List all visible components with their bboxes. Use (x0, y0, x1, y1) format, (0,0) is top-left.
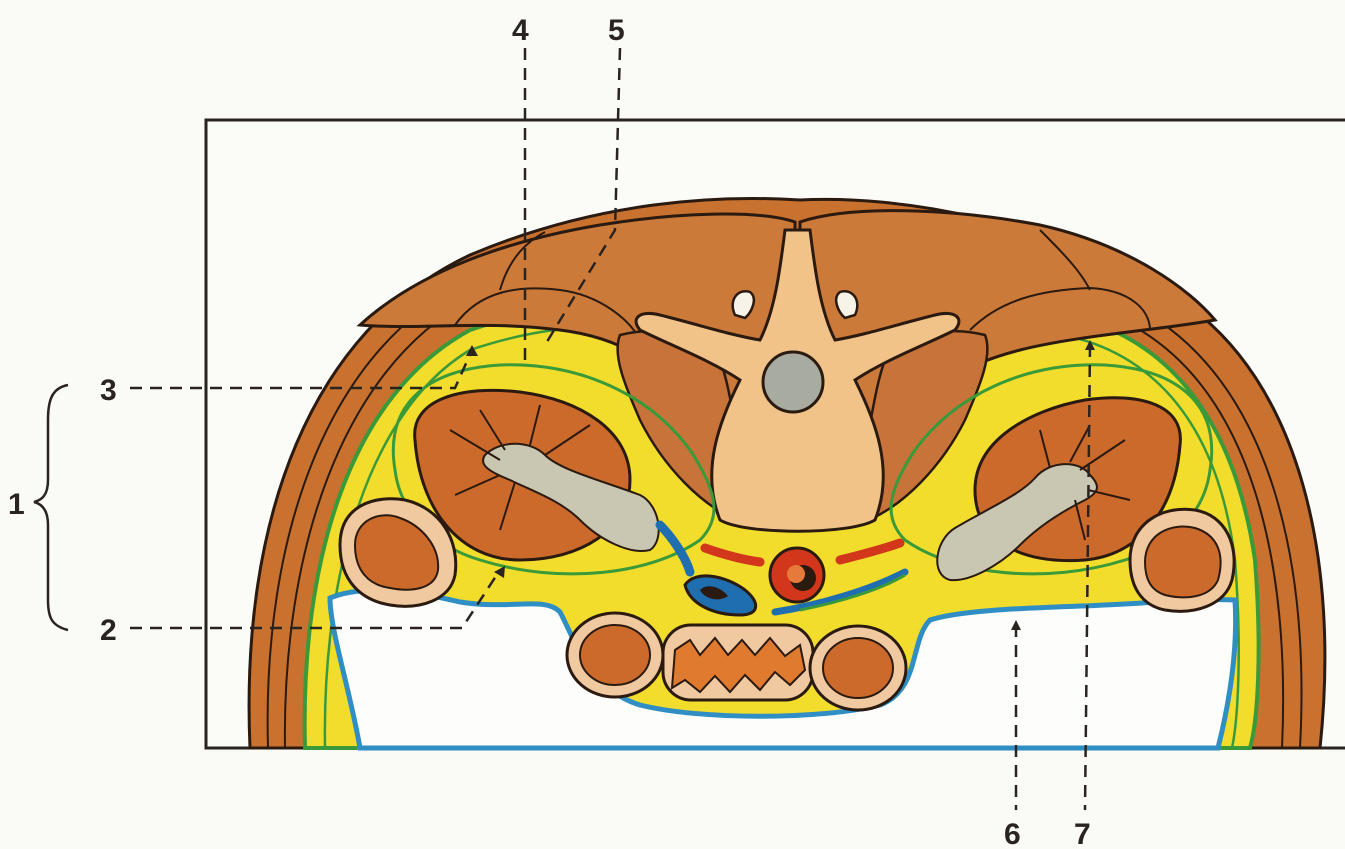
label-2: 2 (100, 614, 117, 647)
label-4: 4 (512, 14, 529, 47)
colon-right-lumen (1145, 527, 1221, 598)
label-5: 5 (608, 14, 625, 47)
spinal-cord (763, 352, 823, 412)
label-6: 6 (1004, 818, 1021, 849)
label-3: 3 (100, 374, 117, 407)
brace-1 (34, 385, 68, 630)
intestine-loop-1-lumen (580, 625, 650, 685)
aorta-inner (787, 565, 805, 583)
label-7: 7 (1074, 818, 1091, 849)
label-1: 1 (8, 488, 25, 521)
intestine-loop-3-lumen (823, 638, 893, 698)
